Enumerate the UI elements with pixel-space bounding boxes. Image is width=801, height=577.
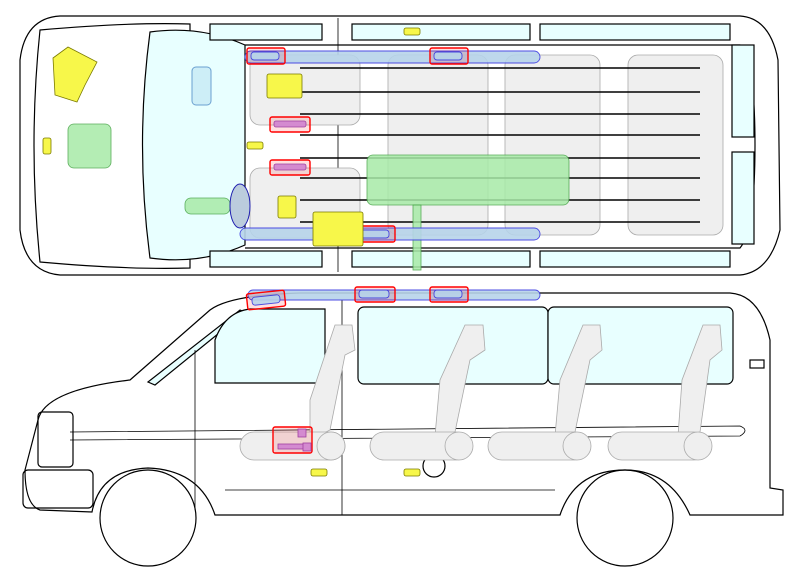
front-bumper [22, 469, 94, 509]
inflator-2 [429, 47, 469, 65]
center-airbag [366, 154, 570, 206]
inflator-1 [246, 47, 286, 65]
curtain-airbag-left [244, 50, 541, 64]
side-window-bottom-2 [351, 250, 531, 268]
side-curtain-airbag [247, 289, 541, 301]
inflator-3 [269, 116, 311, 133]
front-door-window [214, 308, 326, 384]
side-window-bottom-1 [209, 250, 323, 268]
seat-row-2 [387, 54, 489, 236]
side-window-top-3 [539, 23, 731, 41]
front-impact-sensor [52, 46, 98, 103]
side-window-bottom-3 [539, 250, 731, 268]
side-view [22, 286, 784, 567]
side-window-top-1 [209, 23, 323, 41]
side-sensor-2 [403, 468, 421, 477]
tail-light [749, 359, 765, 369]
front-wheel [99, 469, 197, 567]
top-view-body-outline [19, 15, 781, 276]
seatbelt-module [312, 211, 364, 247]
inflator-4 [269, 159, 311, 176]
control-module [266, 73, 303, 99]
sensor-front [42, 137, 52, 155]
rear-window-2 [731, 151, 755, 245]
side-molding [69, 425, 746, 441]
seat-airbag-inflator [272, 426, 313, 454]
mirror [191, 66, 212, 106]
steering-wheel [229, 183, 251, 229]
side-sensor-1 [310, 468, 328, 477]
top-view [19, 15, 781, 276]
grille [37, 411, 74, 468]
top-view-hood [33, 23, 191, 269]
windshield [141, 29, 246, 261]
side-window-top-2 [351, 23, 531, 41]
steering-airbag [184, 197, 231, 215]
side-view-body-outline [24, 292, 784, 516]
seat-row-3 [504, 54, 601, 236]
sensor-1 [246, 141, 264, 150]
side-inflator-3 [429, 286, 469, 303]
side-seats [239, 324, 723, 461]
side-inflator-1 [245, 289, 287, 311]
sensor-2 [403, 27, 421, 36]
seat-row-4 [627, 54, 724, 236]
rear-wheel [576, 469, 674, 567]
driver-airbag-module [67, 123, 112, 169]
side-inflator-2 [354, 286, 396, 303]
seat-sensor-module [277, 195, 297, 219]
rear-window-1 [731, 44, 755, 138]
